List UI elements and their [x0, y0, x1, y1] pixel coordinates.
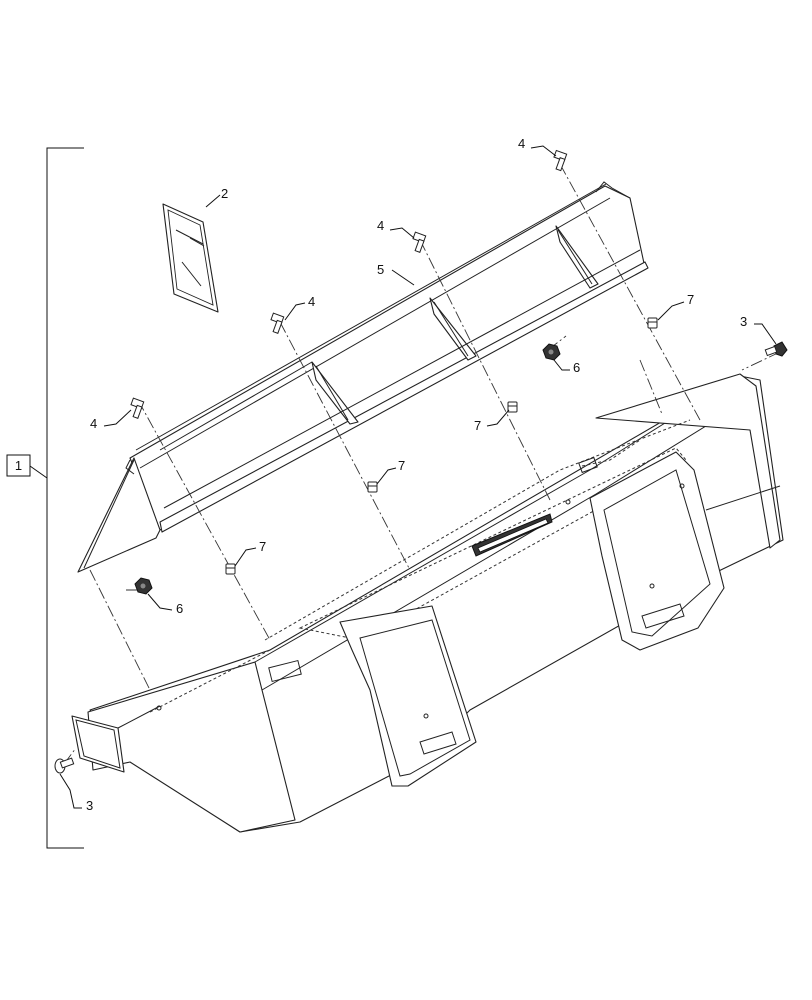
callout-washer-c: 7 [398, 458, 405, 473]
alignment-centerlines [63, 163, 781, 765]
screw-top-right: 4 [518, 136, 568, 172]
callout-washer-b: 7 [474, 418, 481, 433]
callout-nut-left: 6 [176, 601, 183, 616]
callout-washer-d: 7 [259, 539, 266, 554]
callout-screw-a: 4 [518, 136, 525, 151]
callout-bolt-right: 3 [740, 314, 747, 329]
bucket-body [71, 373, 784, 833]
callout-screw-b: 4 [377, 218, 384, 233]
screw-middle-left: 4 [270, 294, 315, 334]
nut-left: 6 [134, 577, 183, 616]
operator-manual: 2 [162, 186, 228, 313]
callout-nut-right: 6 [573, 360, 580, 375]
washer-center: 7 [474, 401, 518, 433]
bolt-right: 3 [740, 314, 788, 357]
callout-edge: 5 [377, 262, 384, 277]
assembly-bracket: 1 [6, 147, 84, 849]
bolt-on-edge: 5 [77, 181, 649, 573]
callout-manual: 2 [221, 186, 228, 201]
callout-bolt-left: 3 [86, 798, 93, 813]
screw-far-left: 4 [90, 397, 145, 431]
assembly-callout-box [6, 454, 31, 477]
washer-left: 7 [225, 539, 266, 575]
bolt-left: 3 [54, 757, 93, 813]
washer-middle: 7 [367, 458, 405, 493]
callout-screw-d: 4 [90, 416, 97, 431]
nut-right: 6 [542, 343, 580, 375]
washer-right: 7 [647, 292, 694, 329]
callout-screw-c: 4 [308, 294, 315, 309]
callout-washer-a: 7 [687, 292, 694, 307]
screw-top-middle: 4 [377, 218, 427, 253]
callout-assembly: 1 [15, 458, 22, 473]
